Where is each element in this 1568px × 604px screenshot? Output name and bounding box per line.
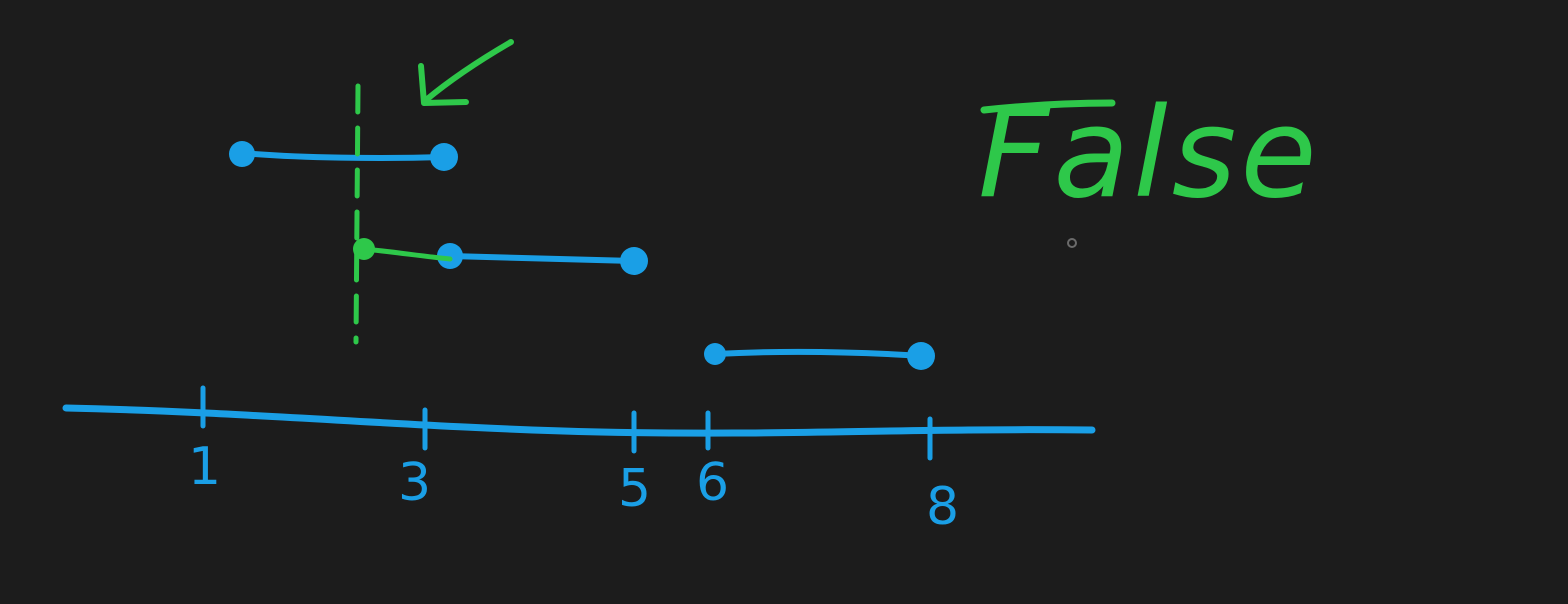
interval-1-3 bbox=[229, 141, 458, 171]
interval-3-5 bbox=[437, 243, 648, 275]
tick-label-8: 8 bbox=[926, 477, 959, 537]
tick-label-6: 6 bbox=[696, 453, 729, 513]
verdict-underline-stroke bbox=[980, 99, 1116, 114]
interval-1-3-end-point bbox=[430, 143, 458, 171]
interval-1-3-start-point bbox=[229, 141, 255, 167]
pointer-arrow-icon bbox=[418, 39, 514, 106]
tick-label-1: 1 bbox=[188, 437, 221, 497]
dashed-marker-line bbox=[353, 83, 361, 345]
interval-3-5-start-point bbox=[437, 243, 463, 269]
interval-6-8-start-point bbox=[704, 343, 726, 365]
number-line bbox=[62, 404, 1096, 437]
cursor-dot bbox=[1067, 238, 1077, 248]
tick-label-5: 5 bbox=[618, 459, 651, 519]
interval-6-8 bbox=[704, 342, 935, 370]
tick-label-3: 3 bbox=[398, 453, 431, 513]
overlap-highlight bbox=[353, 238, 453, 262]
interval-6-8-end-point bbox=[907, 342, 935, 370]
interval-3-5-end-point bbox=[620, 247, 648, 275]
